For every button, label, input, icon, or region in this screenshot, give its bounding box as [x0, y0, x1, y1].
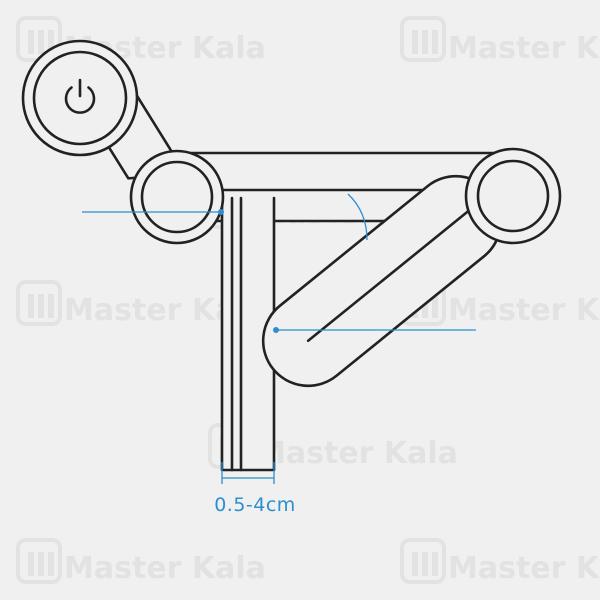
measure-point-upper	[218, 209, 224, 215]
angle-arc	[347, 193, 368, 241]
elbow-joint-outer	[129, 149, 225, 245]
watermark-logo	[16, 280, 62, 326]
clip-width-label: 0.5-4cm	[214, 494, 296, 516]
pivot-joint-inner	[476, 159, 550, 233]
power-knob-outer	[21, 39, 139, 157]
watermark-text: Master Kala	[448, 293, 600, 328]
watermark-text: Master Kala	[256, 436, 458, 471]
watermark-logo	[16, 538, 62, 584]
device-outline	[21, 39, 562, 472]
diagonal-arm-seam	[306, 192, 491, 343]
watermark-text: Master Kala	[448, 31, 600, 66]
dimension-markers	[218, 209, 279, 333]
watermark-logo	[400, 16, 446, 62]
dimension-annotations	[82, 193, 476, 484]
watermark-text: Master Kala	[64, 551, 266, 586]
watermark-logo	[400, 538, 446, 584]
power-knob-inner	[32, 50, 128, 146]
elbow-joint-inner	[140, 160, 214, 234]
watermark-text: Master Kala	[448, 551, 600, 586]
power-icon	[64, 78, 96, 114]
pivot-joint-outer	[464, 147, 562, 245]
measure-point-lower	[273, 327, 279, 333]
